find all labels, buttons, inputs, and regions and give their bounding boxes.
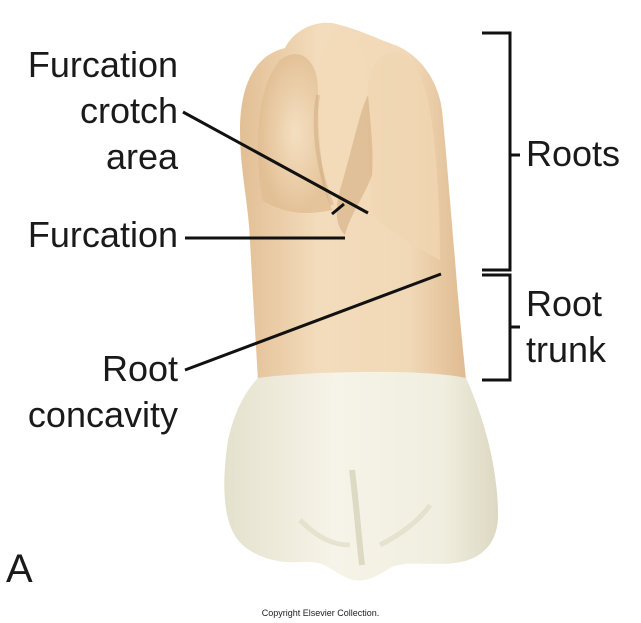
roots-bracket	[482, 31, 520, 272]
label-furcation-crotch-line3: area	[105, 136, 178, 177]
crown	[224, 371, 498, 581]
label-furcation-crotch-line1: Furcation	[27, 44, 178, 85]
root	[240, 22, 466, 381]
furcation-crotch-leader	[182, 110, 369, 215]
leader-lines	[182, 110, 442, 372]
label-furcation: Furcation	[27, 214, 178, 255]
label-root-trunk-line1: Root	[526, 283, 603, 324]
root-concavity-leader	[184, 272, 442, 372]
label-root-concavity-line2: concavity	[27, 394, 178, 435]
label-root-trunk: Root trunk	[526, 281, 606, 373]
label-root-concavity: Root concavity	[8, 346, 178, 438]
label-furcation-crotch-area: Furcation crotch area	[8, 42, 178, 180]
furcation-crotch-tick	[331, 202, 345, 216]
copyright-notice: Copyright Elsevier Collection.	[261, 608, 380, 618]
brackets	[482, 31, 520, 382]
label-root-concavity-line1: Root	[101, 348, 178, 389]
label-furcation-crotch-line2: crotch	[79, 90, 178, 131]
label-roots: Roots	[526, 133, 621, 174]
label-root-trunk-line2: trunk	[526, 329, 607, 370]
panel-letter: A	[6, 547, 33, 591]
root-trunk-bracket	[482, 273, 520, 382]
